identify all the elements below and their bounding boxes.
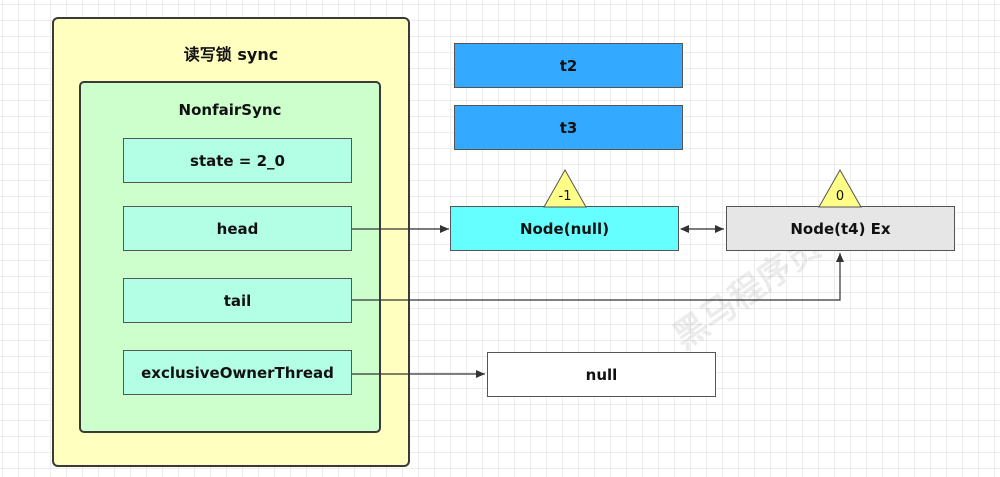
- tail-field: tail: [123, 278, 352, 323]
- node-t4-status-badge: [818, 168, 862, 208]
- thread-t2: t2: [454, 43, 683, 88]
- nonfair-sync-title: NonfairSync: [178, 101, 282, 119]
- thread-t3: t3: [454, 105, 683, 150]
- null-target: null: [487, 352, 716, 397]
- node-null-status-label: -1: [559, 189, 572, 204]
- node-t4-status-label: 0: [836, 189, 844, 204]
- state-field: state = 2_0: [123, 138, 352, 183]
- exclusive-owner-thread-field: exclusiveOwnerThread: [123, 350, 352, 395]
- tail-to-node-t4-arrow: [352, 253, 844, 301]
- node-null: Node(null): [450, 206, 679, 251]
- head-field: head: [123, 206, 352, 251]
- sync-title: 读写锁 sync: [183, 45, 279, 64]
- node-null-status-badge: [543, 168, 587, 208]
